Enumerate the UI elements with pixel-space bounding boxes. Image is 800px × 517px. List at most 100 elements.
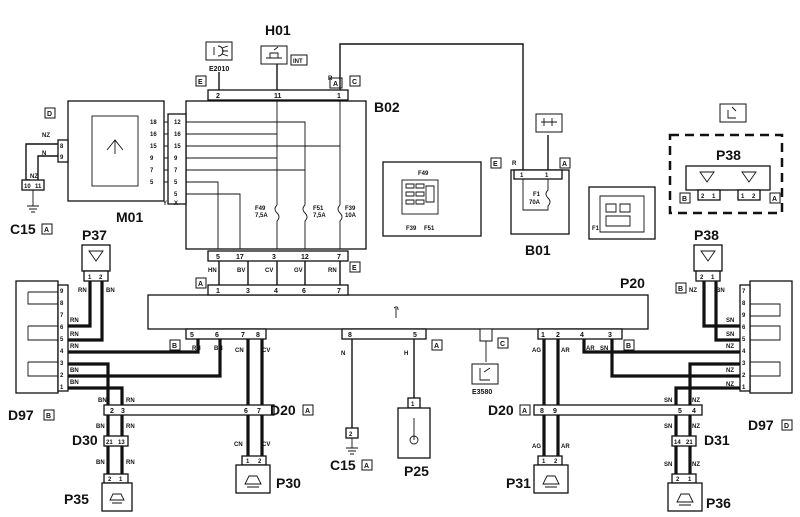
svg-text:7: 7 xyxy=(337,288,341,295)
svg-text:E3580: E3580 xyxy=(472,389,492,396)
svg-text:5: 5 xyxy=(174,180,178,186)
svg-text:H: H xyxy=(404,351,408,357)
svg-text:RN: RN xyxy=(126,460,135,466)
svg-text:D: D xyxy=(784,423,789,430)
music-note-icon xyxy=(393,306,399,318)
svg-text:A: A xyxy=(305,408,310,415)
svg-text:7: 7 xyxy=(60,313,64,319)
svg-text:10A: 10A xyxy=(345,213,357,219)
svg-text:5: 5 xyxy=(150,180,154,186)
svg-text:16: 16 xyxy=(174,132,181,138)
fuse-f39: F39 10A xyxy=(337,101,357,249)
svg-text:5: 5 xyxy=(742,337,746,343)
component-label-p25: P25 xyxy=(404,463,429,479)
svg-text:4: 4 xyxy=(692,408,696,415)
svg-text:BN: BN xyxy=(98,398,107,404)
svg-text:2: 2 xyxy=(99,275,103,281)
svg-text:CV: CV xyxy=(262,348,270,354)
svg-text:F1: F1 xyxy=(533,192,541,198)
svg-text:B: B xyxy=(678,286,683,293)
svg-text:CN: CN xyxy=(235,348,244,354)
component-label-b02: B02 xyxy=(374,99,400,115)
svg-text:Y: Y xyxy=(163,201,167,207)
tag-int: INT xyxy=(293,59,303,65)
fuse-location-inset xyxy=(382,161,482,237)
svg-text:7,5A: 7,5A xyxy=(313,213,326,219)
svg-text:2: 2 xyxy=(60,373,64,379)
svg-text:AR: AR xyxy=(561,444,570,450)
svg-text:6: 6 xyxy=(215,332,219,339)
svg-text:A: A xyxy=(522,408,527,415)
svg-text:3: 3 xyxy=(121,408,125,415)
svg-text:F51: F51 xyxy=(313,206,324,212)
svg-text:1: 1 xyxy=(411,402,415,408)
ground-label-c15-bottom: C15 xyxy=(330,457,356,473)
svg-text:BN: BN xyxy=(106,288,115,294)
svg-text:2: 2 xyxy=(701,194,705,200)
svg-text:15: 15 xyxy=(174,144,181,150)
svg-text:4: 4 xyxy=(60,349,64,355)
svg-text:8: 8 xyxy=(540,408,544,415)
component-label-p38-top: P38 xyxy=(716,147,741,163)
speaker-p36 xyxy=(667,482,703,512)
svg-text:E: E xyxy=(198,79,203,86)
svg-text:70A: 70A xyxy=(529,200,541,206)
svg-text:B: B xyxy=(46,413,51,420)
svg-text:N: N xyxy=(341,351,345,357)
svg-text:AG: AG xyxy=(532,348,541,354)
component-label-m01: M01 xyxy=(116,209,143,225)
ground-label-c15-top: C15 xyxy=(10,221,36,237)
svg-text:1: 1 xyxy=(542,459,546,465)
svg-text:BN: BN xyxy=(214,346,223,352)
svg-text:2: 2 xyxy=(752,194,756,200)
svg-text:F39: F39 xyxy=(345,206,356,212)
svg-text:3: 3 xyxy=(246,288,250,295)
svg-text:A: A xyxy=(364,463,369,470)
connector-d97-right xyxy=(749,280,793,394)
svg-text:1: 1 xyxy=(216,288,220,295)
svg-text:NZ: NZ xyxy=(692,462,700,468)
fuse-box-b01 xyxy=(510,169,570,235)
svg-text:E: E xyxy=(493,161,498,168)
svg-text:NZ: NZ xyxy=(692,398,700,404)
svg-text:F51: F51 xyxy=(424,226,435,232)
svg-text:X: X xyxy=(174,201,178,207)
battery-icon xyxy=(535,113,563,133)
component-label-d97-left: D97 xyxy=(8,407,34,423)
svg-text:13: 13 xyxy=(118,440,125,446)
speaker-p35 xyxy=(101,482,133,512)
svg-text:RN: RN xyxy=(70,318,79,324)
headlight-icon xyxy=(205,41,233,61)
svg-text:11: 11 xyxy=(35,184,42,190)
svg-text:B: B xyxy=(626,343,631,350)
svg-text:1: 1 xyxy=(545,173,549,179)
svg-text:5: 5 xyxy=(413,332,417,339)
svg-text:RN: RN xyxy=(328,268,337,274)
svg-text:9: 9 xyxy=(60,155,64,161)
svg-text:F39: F39 xyxy=(406,226,417,232)
svg-text:1: 1 xyxy=(60,385,64,391)
svg-text:1: 1 xyxy=(688,477,692,483)
svg-text:C: C xyxy=(352,79,357,86)
svg-text:1: 1 xyxy=(742,385,746,391)
svg-text:2: 2 xyxy=(742,373,746,379)
svg-text:7: 7 xyxy=(150,168,154,174)
svg-text:SN: SN xyxy=(726,332,734,338)
svg-text:2: 2 xyxy=(258,459,262,465)
svg-text:21: 21 xyxy=(106,440,113,446)
svg-text:C: C xyxy=(500,341,505,348)
svg-text:2: 2 xyxy=(676,477,680,483)
svg-text:BN: BN xyxy=(716,288,725,294)
svg-text:18: 18 xyxy=(150,120,157,126)
svg-text:2: 2 xyxy=(108,477,112,483)
svg-text:5: 5 xyxy=(678,408,682,415)
svg-text:7: 7 xyxy=(257,408,261,415)
svg-text:1: 1 xyxy=(541,332,545,339)
svg-text:4: 4 xyxy=(742,349,746,355)
svg-text:1: 1 xyxy=(741,194,745,200)
svg-text:5: 5 xyxy=(216,254,220,261)
ground-point-label-e2010: E2010 xyxy=(209,66,229,73)
svg-text:NZ: NZ xyxy=(689,288,697,294)
svg-text:BN: BN xyxy=(96,460,105,466)
svg-text:14: 14 xyxy=(674,440,681,446)
